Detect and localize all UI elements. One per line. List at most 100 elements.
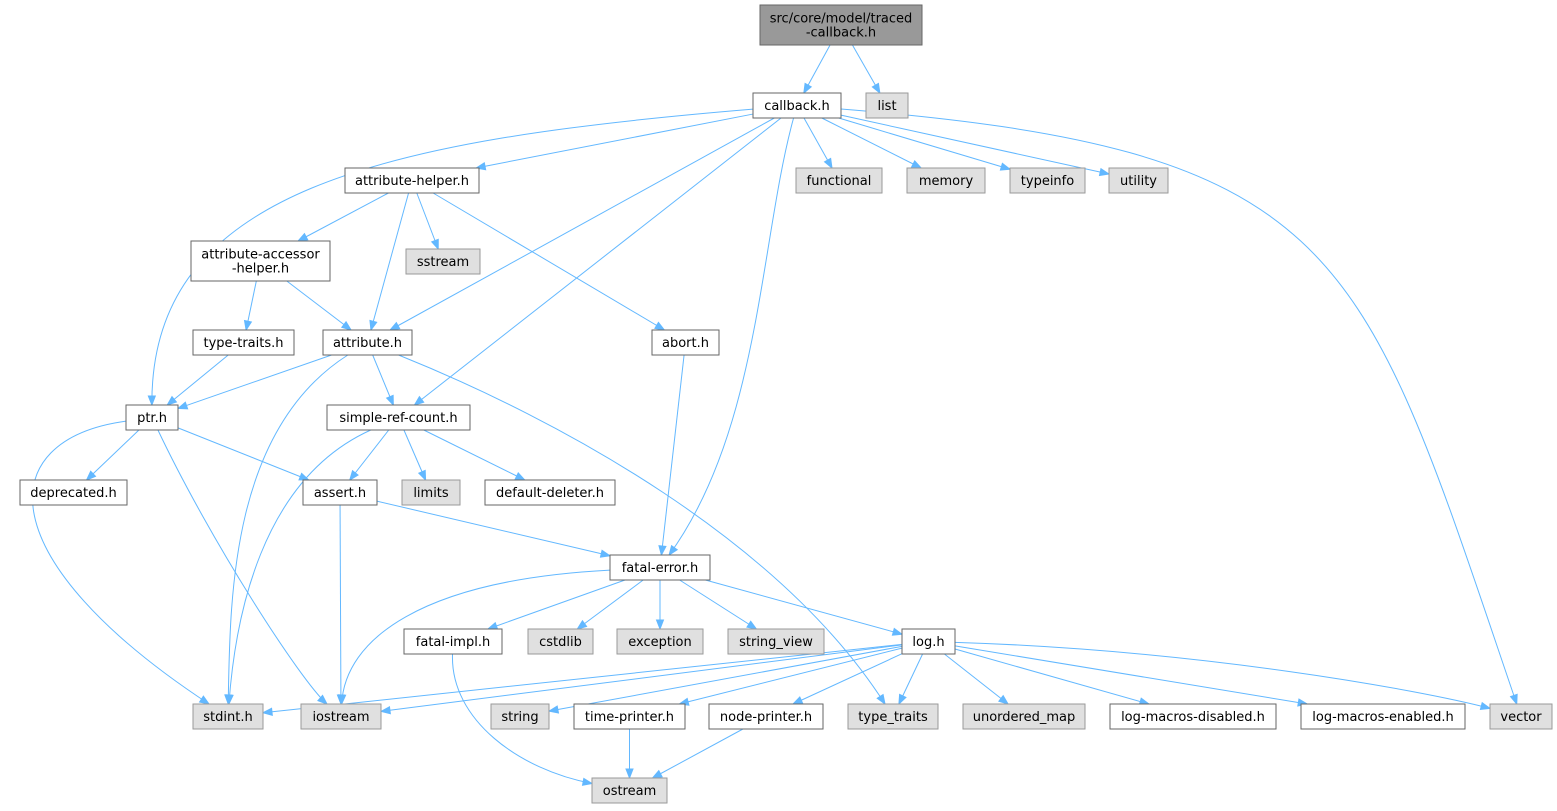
node-box bbox=[962, 703, 1086, 730]
arrowhead-callback-to-simple_ref_count bbox=[413, 395, 425, 406]
arrowhead-ptr-to-stdint bbox=[198, 695, 211, 705]
edge-log-to-log_macros_enabled bbox=[954, 645, 1308, 705]
node-fatal-error[interactable]: fatal-error.h bbox=[609, 554, 711, 581]
arrowhead-simple_ref_count-to-stdint bbox=[225, 694, 234, 706]
edge-attribute_helper-to-attribute bbox=[370, 192, 410, 331]
node-label: string_view bbox=[739, 635, 813, 650]
arrowhead-simple_ref_count-to-assert bbox=[348, 469, 359, 482]
node-log-macros-disabled[interactable]: log-macros-disabled.h bbox=[1109, 703, 1277, 730]
arrowhead-attribute_accessor_helper-to-attribute bbox=[340, 320, 353, 331]
node-simple-ref-count[interactable]: simple-ref-count.h bbox=[326, 404, 471, 431]
node-label: ostream bbox=[603, 784, 657, 799]
node-label: log-macros-enabled.h bbox=[1312, 710, 1453, 725]
node-attribute[interactable]: attribute.h bbox=[322, 329, 413, 356]
node-time-printer[interactable]: time-printer.h bbox=[573, 703, 686, 730]
node-list: list bbox=[865, 92, 909, 119]
node-ptr[interactable]: ptr.h bbox=[125, 404, 179, 431]
edge-ptr-to-deprecated bbox=[86, 429, 140, 481]
node-label: simple-ref-count.h bbox=[339, 411, 457, 426]
node-box bbox=[906, 167, 986, 194]
node-vector: vector bbox=[1489, 703, 1553, 730]
arrowhead-callback-to-attribute bbox=[388, 321, 401, 331]
node-functional: functional bbox=[795, 167, 883, 194]
nodes-layer: src/core/model/traced-callback.hcallback… bbox=[19, 4, 1553, 804]
node-attribute-helper[interactable]: attribute-helper.h bbox=[344, 167, 480, 194]
arrowhead-fatal_error-to-cstdlib bbox=[576, 619, 588, 630]
node-label: stdint.h bbox=[203, 710, 252, 725]
edge-ptr-to-iostream bbox=[157, 429, 328, 705]
node-deprecated[interactable]: deprecated.h bbox=[19, 479, 128, 506]
edge-callback-to-memory bbox=[821, 117, 922, 169]
node-attribute-accessor-helper[interactable]: attribute-accessor-helper.h bbox=[190, 240, 331, 282]
edge-fatal_error-to-fatal_impl bbox=[487, 579, 626, 630]
node-string-view: string_view bbox=[727, 628, 825, 655]
node-label: log.h bbox=[912, 635, 944, 650]
edge-attribute-to-stdint bbox=[227, 354, 349, 705]
edge-attribute-to-type_traits bbox=[398, 354, 886, 705]
node-box bbox=[609, 554, 711, 581]
edge-fatal_error-to-cstdlib bbox=[577, 579, 644, 630]
arrowhead-attribute-to-simple_ref_count bbox=[385, 394, 394, 407]
node-label: default-deleter.h bbox=[496, 486, 604, 501]
arrowhead-log-to-node_printer bbox=[791, 696, 804, 705]
node-node-printer[interactable]: node-printer.h bbox=[708, 703, 824, 730]
node-box bbox=[759, 4, 923, 46]
arrowhead-fatal_error-to-string_view bbox=[746, 620, 758, 630]
edge-callback-to-typeinfo bbox=[838, 117, 1011, 170]
edge-callback-to-vector bbox=[840, 108, 1518, 705]
node-label: iostream bbox=[312, 710, 369, 725]
node-type-traits: type_traits bbox=[847, 703, 939, 730]
arrowhead-log-to-type_traits bbox=[898, 693, 907, 706]
node-box bbox=[1009, 167, 1086, 194]
node-label: unordered_map bbox=[973, 710, 1076, 725]
node-label: node-printer.h bbox=[720, 710, 812, 725]
node-label: time-printer.h bbox=[585, 710, 674, 725]
edge-callback-to-attribute bbox=[389, 117, 775, 331]
node-box bbox=[1109, 703, 1277, 730]
node-ostream: ostream bbox=[591, 777, 668, 804]
edge-simple_ref_count-to-default_deleter bbox=[423, 429, 525, 481]
node-assert[interactable]: assert.h bbox=[302, 479, 378, 506]
arrowhead-log-to-vector bbox=[1479, 701, 1492, 711]
node-label: limits bbox=[413, 486, 449, 501]
node-label: assert.h bbox=[314, 486, 366, 501]
node-callback[interactable]: callback.h bbox=[752, 92, 842, 119]
node-label: utility bbox=[1120, 174, 1157, 189]
node-box bbox=[1108, 167, 1169, 194]
arrowhead-abort-to-fatal_error bbox=[658, 545, 667, 557]
edge-attribute_accessor_helper-to-attribute bbox=[286, 280, 352, 331]
node-box bbox=[752, 92, 842, 119]
node-log-macros-enabled[interactable]: log-macros-enabled.h bbox=[1300, 703, 1466, 730]
node-box bbox=[192, 703, 264, 730]
arrowhead-type_traits_h-to-ptr bbox=[166, 395, 178, 406]
arrowhead-attribute-to-type_traits bbox=[876, 693, 886, 706]
node-label: fatal-impl.h bbox=[416, 635, 490, 650]
edge-log-to-vector bbox=[954, 641, 1491, 709]
node-default-deleter[interactable]: default-deleter.h bbox=[484, 479, 616, 506]
arrowhead-attribute_helper-to-abort bbox=[654, 321, 666, 331]
edge-fatal_error-to-iostream bbox=[341, 569, 611, 705]
edge-callback-to-attribute_helper bbox=[476, 113, 754, 169]
arrowhead-fatal_error-to-fatal_impl bbox=[486, 621, 499, 630]
node-box bbox=[405, 248, 481, 275]
node-box bbox=[847, 703, 939, 730]
arrowhead-root-to-list bbox=[871, 82, 881, 95]
arrowhead-fatal_error-to-log bbox=[891, 627, 904, 636]
edge-callback-to-simple_ref_count bbox=[414, 117, 782, 406]
node-log[interactable]: log.h bbox=[901, 628, 956, 655]
node-abort[interactable]: abort.h bbox=[651, 329, 720, 356]
node-label: type_traits bbox=[858, 710, 928, 725]
node-label: list bbox=[877, 99, 896, 114]
node-label: typeinfo bbox=[1021, 174, 1074, 189]
arrowhead-simple_ref_count-to-default_deleter bbox=[514, 471, 526, 481]
node-box bbox=[901, 628, 956, 655]
node-label: sstream bbox=[417, 255, 469, 270]
node-string: string bbox=[490, 703, 550, 730]
node-fatal-impl[interactable]: fatal-impl.h bbox=[403, 628, 503, 655]
node-type-traits-h[interactable]: type-traits.h bbox=[192, 329, 295, 356]
edge-ptr-to-assert bbox=[177, 427, 309, 481]
node-box bbox=[591, 777, 668, 804]
node-box bbox=[1489, 703, 1553, 730]
arrowhead-attribute_accessor_helper-to-type_traits_h bbox=[243, 319, 253, 332]
node-label: cstdlib bbox=[539, 635, 582, 650]
